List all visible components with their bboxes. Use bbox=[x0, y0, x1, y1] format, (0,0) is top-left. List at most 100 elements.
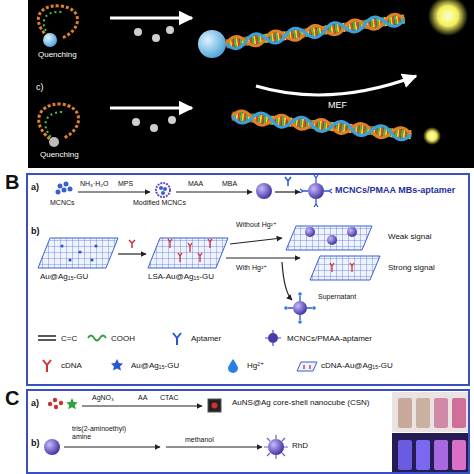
synthesis-row-part bbox=[78, 191, 150, 192]
legend-sample-part bbox=[265, 330, 281, 346]
hairpin-probe-part bbox=[49, 137, 59, 147]
vial-photo-part bbox=[416, 440, 430, 470]
detection-row-part-part bbox=[60, 244, 63, 247]
synthesis-row bbox=[56, 175, 333, 207]
text-label: MBA bbox=[222, 180, 237, 188]
text-label: Quenching bbox=[38, 50, 77, 59]
legend-sample bbox=[86, 330, 108, 346]
process-arrow-part bbox=[152, 34, 160, 42]
panel-box: B bbox=[26, 173, 470, 386]
legend-sample bbox=[36, 357, 58, 373]
detection-row-part bbox=[330, 263, 354, 272]
legend-sample bbox=[36, 330, 58, 346]
text-label: CTAC bbox=[160, 394, 179, 402]
text-label: Quenching bbox=[40, 150, 79, 159]
vial-photo-part bbox=[398, 440, 412, 470]
synthesis-row-part-part bbox=[53, 398, 57, 402]
text-label: AuNS@Ag core-shell nanocube (CSN) bbox=[232, 398, 382, 407]
dna-helix-part bbox=[225, 13, 405, 50]
vial-photo-part bbox=[392, 392, 470, 432]
detection-row-part bbox=[38, 238, 118, 268]
synthesis-row-part-part bbox=[62, 188, 67, 193]
detection-row-part bbox=[168, 239, 212, 262]
legend-sample bbox=[262, 330, 284, 346]
legend-text: cDNA-Au@Ag₁₅-GU bbox=[321, 361, 393, 370]
text-label: tris(2-aminoethyl) amine bbox=[72, 425, 146, 441]
dna-helix-part bbox=[226, 19, 404, 44]
legend-sample bbox=[166, 330, 188, 346]
hairpin-probe bbox=[39, 104, 79, 147]
legend-sample-part bbox=[173, 333, 181, 345]
synthesis-row-part bbox=[64, 446, 160, 447]
detection-row-part bbox=[129, 240, 135, 248]
dna-helix-part bbox=[228, 19, 404, 44]
synthesis-row-part bbox=[44, 439, 60, 455]
legend-text: cDNA bbox=[61, 361, 82, 370]
legend-sample-part bbox=[268, 333, 278, 343]
text-label: LSA-Au@Ag₁₅-GU bbox=[148, 272, 214, 281]
detection-row-part bbox=[60, 244, 97, 261]
synthesis-row-part bbox=[66, 398, 78, 409]
detection-row-part-part bbox=[94, 244, 97, 247]
text-label: With Hg²⁺ bbox=[236, 264, 267, 272]
legend-sample-part bbox=[304, 365, 310, 369]
detection-row-part-part bbox=[284, 306, 288, 310]
dna-helix-part bbox=[231, 110, 411, 141]
text-label: b) bbox=[31, 226, 40, 236]
legend-entry: C=C bbox=[36, 330, 77, 346]
synthesis-row-part bbox=[268, 439, 284, 455]
hairpin-probe-part bbox=[38, 6, 77, 40]
process-arrow-part bbox=[134, 28, 142, 36]
legend-sample-part bbox=[43, 360, 51, 372]
text-label: Au@Ag₁₅-GU bbox=[40, 272, 88, 281]
legend-sample-part bbox=[88, 336, 106, 341]
detection-row-part bbox=[293, 301, 307, 315]
detection-row-part-part bbox=[90, 258, 93, 261]
legend-text: Au@Ag₁₅-GU bbox=[131, 361, 179, 370]
legend-text: MCNCs/PMAA-aptamer bbox=[287, 334, 372, 343]
synthesis-row-part-part bbox=[59, 401, 63, 405]
legend-text: Hg²⁺ bbox=[247, 361, 264, 370]
text-label: NH₃·H₂O bbox=[80, 180, 109, 188]
synthesis-row-part bbox=[208, 399, 221, 412]
vial-photo-part bbox=[452, 440, 466, 470]
vial-photo-part bbox=[398, 398, 412, 428]
synthesis-row-part bbox=[285, 177, 291, 186]
detection-row-part bbox=[230, 238, 282, 244]
synthesis-row-part bbox=[166, 446, 262, 447]
legend-sample-part bbox=[111, 359, 123, 371]
synthesis-row-part bbox=[264, 435, 288, 459]
detection-row-part-part bbox=[298, 320, 302, 324]
detection-row bbox=[38, 226, 380, 324]
text-label: MEF bbox=[328, 100, 347, 110]
detection-row-part bbox=[284, 292, 316, 324]
detection-row-part bbox=[327, 235, 337, 245]
text-label: MCNCs bbox=[50, 199, 75, 207]
process-arrow bbox=[110, 108, 192, 132]
text-label: MPS bbox=[118, 180, 133, 188]
vial-photo-part bbox=[392, 433, 470, 474]
vial-photo-part bbox=[452, 398, 466, 428]
synthesis-row-part bbox=[308, 183, 324, 199]
legend-sample-part bbox=[228, 359, 238, 373]
vial-photo-part bbox=[434, 440, 448, 470]
vial-photo-part bbox=[416, 398, 430, 428]
detection-row-part bbox=[148, 238, 228, 268]
text-label: MAA bbox=[188, 180, 203, 188]
legend-sample-part bbox=[297, 362, 317, 371]
text-label: AgNO₃ bbox=[92, 394, 114, 402]
dna-helix-part bbox=[230, 19, 404, 43]
panel-letter: C bbox=[5, 387, 19, 410]
text-label: a) bbox=[31, 398, 39, 408]
text-label: Strong signal bbox=[388, 263, 435, 272]
panel-letter: B bbox=[5, 171, 19, 194]
text-label: MCNCs/PMAA MBs-aptamer bbox=[335, 185, 455, 195]
legend-entry: MCNCs/PMAA-aptamer bbox=[262, 330, 372, 346]
panel-a bbox=[28, 0, 474, 168]
process-arrow-part bbox=[166, 26, 174, 34]
synthesis-row-part bbox=[156, 183, 170, 197]
text-label: b) bbox=[31, 438, 40, 448]
detection-row-part-part bbox=[312, 306, 316, 310]
dna-helix bbox=[231, 110, 411, 141]
